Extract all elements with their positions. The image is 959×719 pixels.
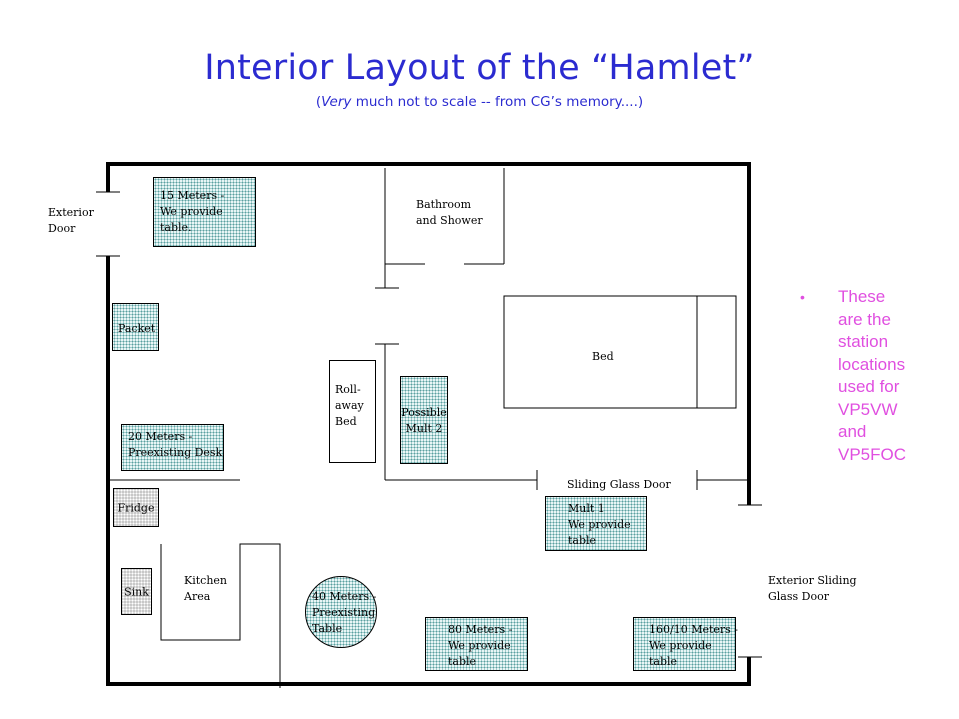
bathroom-line-1: Bathroom xyxy=(416,198,472,211)
note-line-6: VP5VW xyxy=(838,399,898,419)
station-mult1-line-2: We provide xyxy=(568,518,631,531)
exterior-door-line-1: Exterior xyxy=(48,206,94,219)
station-80-meters-label: 80 Meters - We provide table xyxy=(448,622,512,670)
rollaway-line-3: Bed xyxy=(335,415,357,428)
sink: Sink xyxy=(121,568,152,615)
station-20-meters-label: 20 Meters - Preexisting Desk xyxy=(128,429,222,461)
station-mult2-label: Possible Mult 2 xyxy=(401,405,447,437)
station-packet-label: Packet xyxy=(118,322,156,335)
station-mult1-label: Mult 1 We provide table xyxy=(568,501,631,549)
sliding-glass-door-label: Sliding Glass Door xyxy=(567,478,671,491)
rollaway-line-1: Roll- xyxy=(335,383,361,396)
bathroom-line-2: and Shower xyxy=(416,214,483,227)
station-80-line-2: We provide xyxy=(448,639,511,652)
fridge: Fridge xyxy=(113,488,159,527)
station-20-line-1: 20 Meters - xyxy=(128,430,193,443)
subtitle-open: ( xyxy=(315,94,322,110)
note-line-3: station xyxy=(838,332,889,351)
kitchen-counter xyxy=(160,543,281,688)
kitchen-line-2: Area xyxy=(184,590,211,603)
bed-label: Bed xyxy=(592,350,614,363)
station-160-label: 160/10 Meters - We provide table xyxy=(649,622,738,670)
page-title: Interior Layout of the “Hamlet” xyxy=(204,48,755,88)
station-15-line-2: We provide xyxy=(160,205,223,218)
note-bullet: • xyxy=(800,289,805,305)
station-80-line-3: table xyxy=(448,655,477,668)
station-15-meters: 15 Meters - We provide table. xyxy=(153,177,256,247)
note-line-2: are the xyxy=(838,309,891,329)
sink-label: Sink xyxy=(124,585,149,598)
note-line-5: used for xyxy=(838,377,900,396)
station-mult2-line-2: Mult 2 xyxy=(405,422,443,435)
station-15-meters-label: 15 Meters - We provide table. xyxy=(160,188,224,236)
note-line-8: VP5FOC xyxy=(838,444,907,464)
station-mult-1: Mult 1 We provide table xyxy=(545,496,647,551)
station-160-line-3: table xyxy=(649,655,678,668)
station-40-line-1: 40 Meters - xyxy=(312,590,377,603)
exterior-slider-line-2: Glass Door xyxy=(768,590,829,603)
kitchen-line-1: Kitchen xyxy=(184,574,227,587)
station-160-10-meters: 160/10 Meters - We provide table xyxy=(633,617,738,671)
station-packet: Packet xyxy=(112,303,159,351)
station-mult1-line-3: table xyxy=(568,534,597,547)
station-40-meters: 40 Meters - Preexisting Table xyxy=(305,576,377,648)
bed-frame xyxy=(503,295,737,409)
exterior-slider-line-1: Exterior Sliding xyxy=(768,574,857,587)
note-line-1: These xyxy=(838,287,886,306)
page-subtitle: (Very much not to scale -- from CG’s mem… xyxy=(0,94,959,110)
note-text: These are the station locations used for… xyxy=(838,286,928,466)
rollaway-bed: Roll- away Bed xyxy=(329,360,376,463)
station-20-line-2: Preexisting Desk xyxy=(128,446,223,459)
station-40-line-2: Preexisting xyxy=(312,606,376,619)
station-40-line-3: Table xyxy=(312,622,343,635)
exterior-sliding-glass-door-label: Exterior Sliding Glass Door xyxy=(768,573,857,605)
station-20-meters: 20 Meters - Preexisting Desk xyxy=(121,424,224,471)
station-80-meters: 80 Meters - We provide table xyxy=(425,617,528,671)
station-15-line-3: table. xyxy=(160,221,192,234)
note-line-7: and xyxy=(838,422,867,441)
station-15-line-1: 15 Meters - xyxy=(160,189,225,202)
station-80-line-1: 80 Meters - xyxy=(448,623,513,636)
subtitle-rest: much not to scale -- from CG’s memory...… xyxy=(351,94,644,110)
rollaway-line-2: away xyxy=(335,399,364,412)
outer-wall xyxy=(106,162,751,686)
station-mult1-line-1: Mult 1 xyxy=(568,502,605,515)
bathroom-label: Bathroom and Shower xyxy=(416,197,483,229)
note-line-4: locations xyxy=(838,354,906,374)
exterior-door-label: Exterior Door xyxy=(48,205,94,237)
station-40-meters-label: 40 Meters - Preexisting Table xyxy=(312,589,376,637)
exterior-door-line-2: Door xyxy=(48,222,76,235)
station-160-line-1: 160/10 Meters - xyxy=(649,623,739,636)
subtitle-emphasis: Very xyxy=(321,94,352,110)
fridge-label: Fridge xyxy=(117,501,155,514)
station-160-line-2: We provide xyxy=(649,639,712,652)
station-possible-mult-2: Possible Mult 2 xyxy=(400,376,448,464)
rollaway-bed-label: Roll- away Bed xyxy=(335,382,364,430)
kitchen-area-label: Kitchen Area xyxy=(184,573,227,605)
station-mult2-line-1: Possible xyxy=(401,406,447,419)
